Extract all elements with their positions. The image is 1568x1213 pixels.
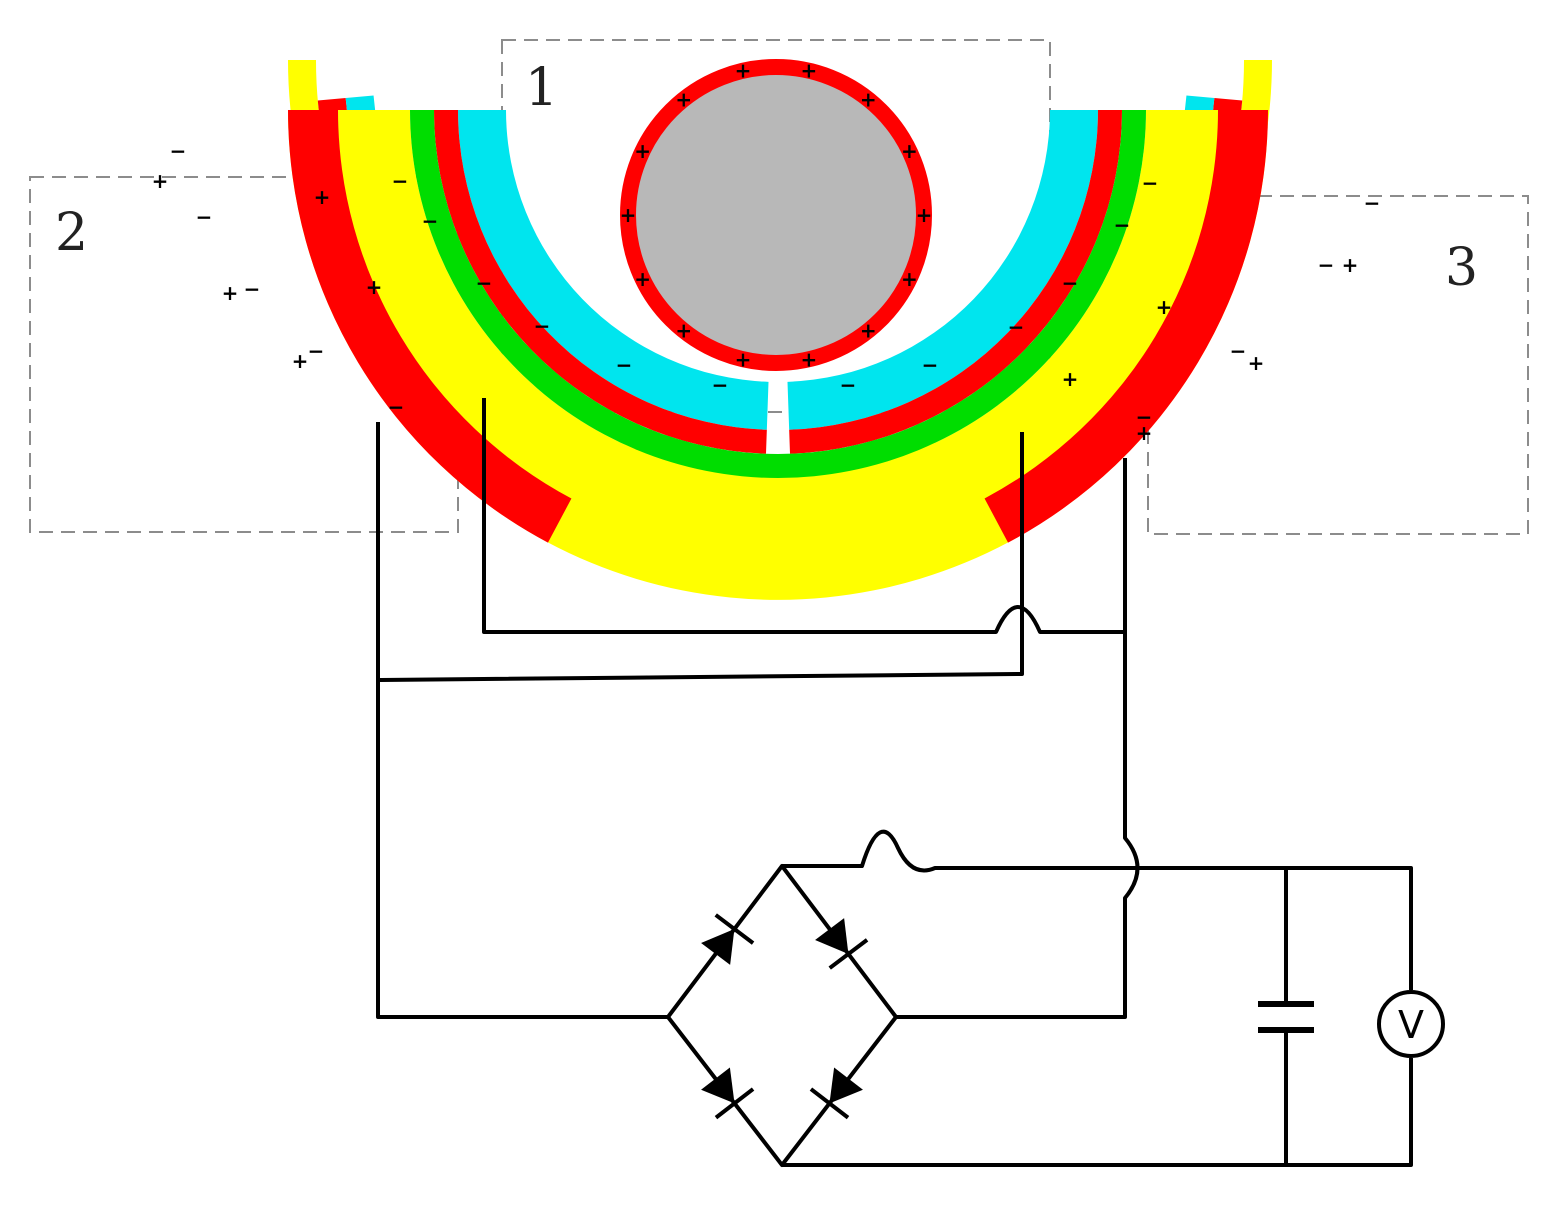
inner-left-red — [288, 110, 572, 543]
region-label-2: 2 — [55, 203, 88, 263]
diode-top-left — [701, 913, 755, 965]
region-label-3: 3 — [1445, 238, 1478, 298]
negative-charge-mark: − — [616, 353, 633, 377]
negative-charge-mark: − — [196, 205, 213, 229]
rod-positive-charge-mark: + — [801, 347, 818, 371]
rod-positive-charge-mark: + — [860, 319, 877, 343]
rod-positive-charge-mark: + — [860, 87, 877, 111]
negative-charge-mark: − — [712, 373, 729, 397]
inner-left-red-thin — [434, 110, 767, 454]
negative-charge-mark: − — [534, 314, 551, 338]
negative-charge-mark: − — [170, 139, 187, 163]
capacitor — [1258, 1001, 1314, 1033]
positive-charge-mark: + — [292, 349, 309, 373]
negative-charge-mark: − — [840, 373, 857, 397]
negative-charge-mark: − — [922, 353, 939, 377]
positive-charge-mark: + — [152, 169, 169, 193]
inner-right-red — [984, 110, 1268, 543]
rod-positive-charge-mark: + — [916, 203, 933, 227]
rod-positive-charge-mark: + — [675, 319, 692, 343]
rotating-rod — [620, 59, 932, 371]
wire-inner-right — [377, 432, 1024, 682]
positive-charge-mark: + — [314, 185, 331, 209]
bridge-rhombus — [666, 864, 898, 1167]
positive-charge-mark: + — [1342, 253, 1359, 277]
negative-charge-mark: − — [1062, 271, 1079, 295]
positive-charge-mark: + — [1156, 295, 1173, 319]
circuit-wiring — [376, 398, 1413, 1167]
wire-inner-left — [482, 398, 1125, 634]
negative-charge-mark: − — [476, 271, 493, 295]
negative-charge-mark: − — [1008, 315, 1025, 339]
negative-charge-mark: − — [308, 339, 325, 363]
negative-charge-mark: − — [1142, 171, 1159, 195]
rod-positive-charge-mark: + — [675, 87, 692, 111]
negative-charge-mark: − — [388, 395, 405, 419]
wire-bridge-bottom — [782, 1058, 1413, 1167]
negative-charge-mark: − — [1114, 213, 1131, 237]
charge-sign-marks: −−−−−−−−−−−−−−−−−−−−−+++++++++++++++++++… — [152, 59, 1381, 445]
bridge-rectifier-diodes — [701, 913, 869, 1120]
inner-left-cyan — [458, 110, 769, 430]
rod-positive-charge-mark: + — [801, 59, 818, 83]
diode-bottom-right — [809, 1067, 863, 1120]
negative-charge-mark: − — [1318, 253, 1335, 277]
rod-positive-charge-mark: + — [901, 267, 918, 291]
rod-positive-charge-mark: + — [735, 59, 752, 83]
voltmeter-label: V — [1398, 1003, 1424, 1047]
rod-positive-charge-mark: + — [620, 203, 637, 227]
wire-right-electrode — [896, 458, 1140, 1019]
diode-top-right — [815, 918, 869, 970]
rod-positive-charge-mark: + — [735, 347, 752, 371]
region-label-1: 1 — [525, 58, 558, 118]
diode-bottom-left — [701, 1067, 755, 1120]
rod-positive-charge-mark: + — [634, 267, 651, 291]
negative-charge-mark: − — [422, 209, 439, 233]
rod-positive-charge-mark: + — [901, 139, 918, 163]
wire-left-electrode — [376, 422, 668, 1019]
positive-charge-mark: + — [1062, 367, 1079, 391]
positive-charge-mark: + — [1136, 421, 1153, 445]
inner-right-red-thin — [789, 110, 1122, 454]
wire-bridge-top — [782, 829, 1413, 990]
negative-charge-mark: − — [1364, 191, 1381, 215]
negative-charge-mark: − — [1230, 339, 1247, 363]
rod-positive-charge-mark: + — [634, 139, 651, 163]
negative-charge-mark: − — [244, 277, 261, 301]
negative-charge-mark: − — [1136, 405, 1153, 429]
positive-charge-mark: + — [1248, 351, 1265, 375]
voltmeter: V — [1377, 990, 1445, 1058]
positive-charge-mark: + — [222, 281, 239, 305]
inner-right-cyan — [787, 110, 1098, 430]
negative-charge-mark: − — [392, 169, 409, 193]
positive-charge-mark: + — [366, 275, 383, 299]
